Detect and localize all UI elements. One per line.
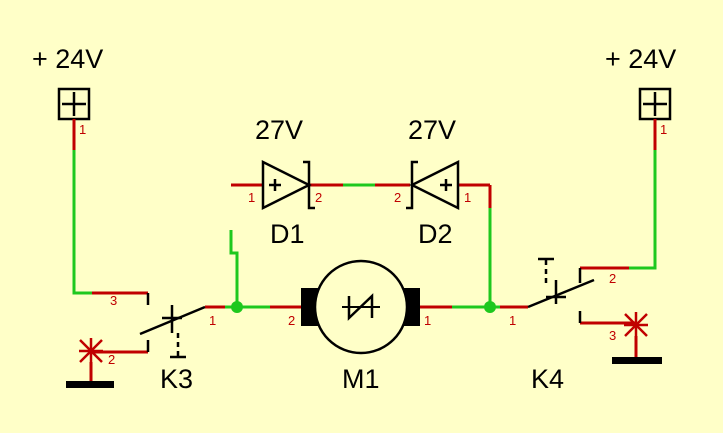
m1-name: M1 <box>342 364 380 394</box>
d2-voltage: 27V <box>408 115 456 145</box>
k4-pin-1: 1 <box>509 313 516 328</box>
zener-diode-icon <box>406 159 460 211</box>
relay-k4: 1 2 3 K4 <box>500 257 662 394</box>
junction-dot-left <box>231 301 243 313</box>
plus-box-icon <box>638 87 672 121</box>
k3-ground-bar <box>66 381 114 388</box>
relay-switch-icon <box>527 257 595 323</box>
m1-pin-2: 2 <box>288 313 295 328</box>
diode-d2: 27V 2 1 D2 <box>375 115 492 249</box>
diode-d1: 27V 1 2 D1 <box>231 115 343 249</box>
d1-pin-2: 2 <box>315 190 322 205</box>
k3-name: K3 <box>160 364 193 394</box>
power-left-pin: 1 <box>79 122 86 137</box>
k4-pin-2: 2 <box>609 271 616 286</box>
relay-k3: 3 2 1 K3 <box>66 291 225 394</box>
power-supply-left: + 24V 1 <box>32 44 103 150</box>
d2-pin-2: 2 <box>394 190 401 205</box>
wire-left-supply <box>72 150 92 295</box>
plus-box-icon <box>57 87 91 121</box>
k4-pin-3: 3 <box>609 328 616 343</box>
power-right-label: + 24V <box>605 44 676 74</box>
relay-switch-icon <box>139 293 206 359</box>
m1-pin-1: 1 <box>424 313 431 328</box>
junction-dot-right <box>484 301 496 313</box>
d2-name: D2 <box>418 219 453 249</box>
ground-cross-icon <box>624 312 648 338</box>
k3-pin-3: 3 <box>110 293 117 308</box>
k4-name: K4 <box>531 364 564 394</box>
wire-left-node-up <box>229 230 239 307</box>
power-supply-right: + 24V 1 <box>605 44 676 150</box>
wires <box>72 150 657 309</box>
k4-ground-bar <box>612 357 662 364</box>
wire-right-supply <box>629 150 657 270</box>
d1-name: D1 <box>270 219 305 249</box>
zener-diode-icon <box>261 159 315 211</box>
k3-pin-1: 1 <box>209 313 216 328</box>
d1-voltage: 27V <box>255 115 303 145</box>
motor-m1: 2 1 M1 <box>270 259 452 394</box>
power-left-label: + 24V <box>32 44 103 74</box>
ground-cross-icon <box>79 338 103 364</box>
d2-pin-1: 1 <box>464 190 471 205</box>
power-right-pin: 1 <box>660 122 667 137</box>
d1-pin-1: 1 <box>248 190 255 205</box>
k3-pin-2: 2 <box>108 352 115 367</box>
motor-icon <box>301 259 420 355</box>
